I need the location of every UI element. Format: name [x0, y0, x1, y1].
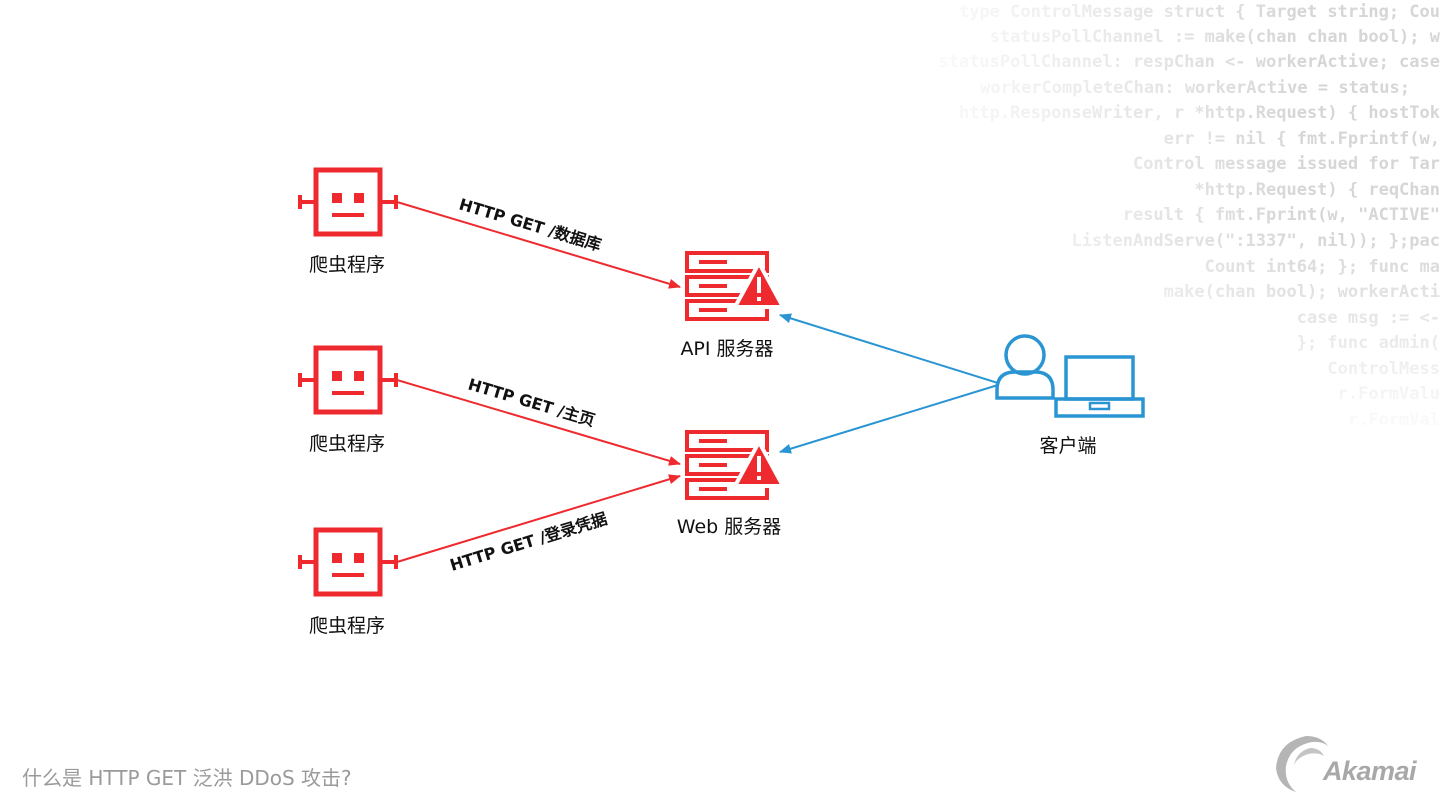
bot-icon: [300, 170, 396, 234]
edge-client-api: [779, 313, 999, 384]
akamai-logo: Akamai: [1322, 756, 1417, 786]
bot-label: 爬虫程序: [309, 254, 385, 276]
client-label: 客户端: [1039, 435, 1096, 457]
web-server-label: Web 服务器: [677, 516, 781, 538]
edge-client-web: [779, 384, 999, 454]
web-server-icon: [685, 430, 785, 500]
akamai-logo-icon: [1276, 736, 1328, 792]
edge-label-bot3-web: HTTP GET /登录凭据: [448, 509, 610, 575]
footer-title: 什么是 HTTP GET 泛洪 DDoS 攻击?: [22, 766, 352, 790]
edge-label-bot1-api: HTTP GET /数据库: [457, 195, 604, 255]
api-server-label: API 服务器: [680, 338, 773, 360]
laptop-icon: [1054, 355, 1145, 418]
edge-bot1-api: [396, 201, 681, 289]
edge-bot3-web: [396, 474, 681, 563]
user-icon: [995, 334, 1055, 400]
bot-label: 爬虫程序: [309, 433, 385, 455]
bot-label: 爬虫程序: [309, 615, 385, 637]
edge-label-bot2-web: HTTP GET /主页: [466, 375, 597, 431]
bot-icon: [300, 530, 396, 594]
edge-bot2-web: [396, 379, 681, 466]
api-server-icon: [685, 251, 785, 321]
bot-icon: [300, 348, 396, 412]
